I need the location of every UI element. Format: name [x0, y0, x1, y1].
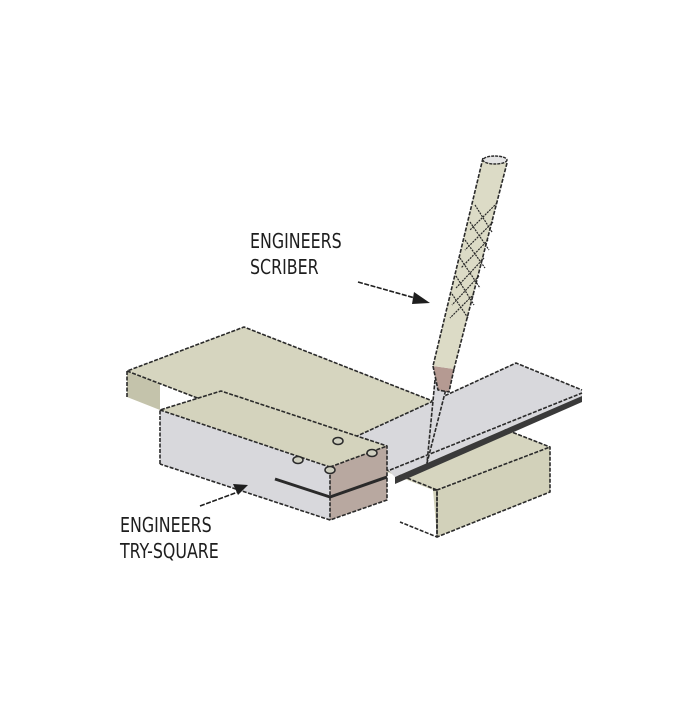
- try-square-stock: [159, 390, 388, 521]
- try-square-label-line2: TRY-SQUARE: [120, 539, 219, 563]
- scriber: [426, 155, 508, 464]
- scriber-label-line1: ENGINEERS: [250, 229, 342, 253]
- rivet-icon: [292, 436, 378, 475]
- try-square-label: ENGINEERS TRY-SQUARE: [120, 512, 219, 564]
- scriber-label-line2: SCRIBER: [250, 255, 319, 279]
- try-square-label-line1: ENGINEERS: [120, 513, 212, 537]
- scriber-arrow: [357, 281, 430, 304]
- knurl-pattern: [449, 202, 498, 319]
- try-square-arrow: [199, 484, 248, 507]
- scriber-label: ENGINEERS SCRIBER: [250, 228, 342, 280]
